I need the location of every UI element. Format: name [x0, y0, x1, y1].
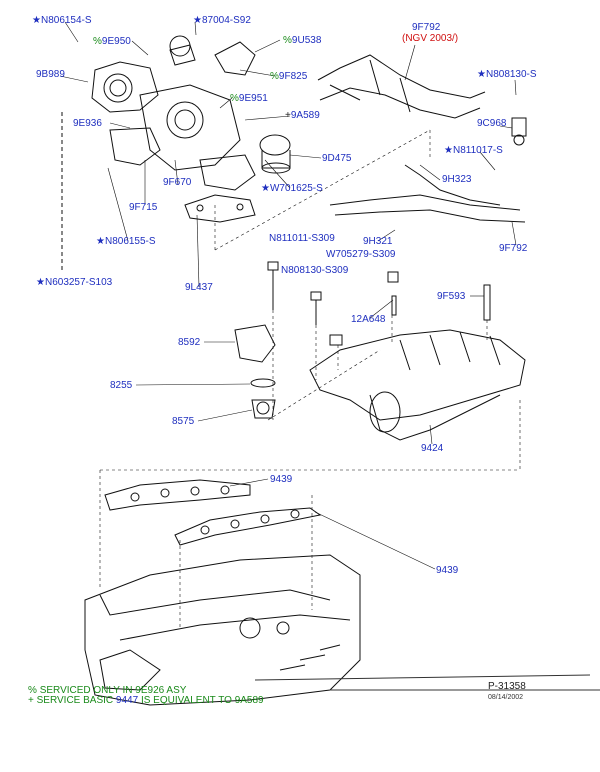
- label-9f792-bottom: 9F792: [499, 243, 528, 254]
- label-9h323: 9H323: [442, 174, 472, 185]
- label-12a648: 12A648: [351, 314, 386, 325]
- label-9439-lower: 9439: [436, 565, 459, 576]
- label-87004: ★87004-S92: [193, 15, 251, 26]
- label-8255: 8255: [110, 380, 133, 391]
- throttle-body: [91, 61, 159, 113]
- label-ngv-2003: (NGV 2003/): [402, 33, 459, 44]
- label-9e951: %9E951: [230, 93, 268, 104]
- label-9439-upper: 9439: [270, 474, 293, 485]
- label-n808130-top: ★N808130-S: [477, 69, 537, 80]
- label-n808130-lower: N808130-S309: [281, 265, 349, 276]
- label-w705279: W705279-S309: [326, 249, 396, 260]
- label-9424: 9424: [421, 443, 444, 454]
- label-9f825: %9F825: [270, 71, 308, 82]
- footnote-serviced-only: % SERVICED ONLY IN 9E926 ASY: [28, 685, 187, 696]
- label-9c968: 9C968: [477, 118, 507, 129]
- engine-block: [84, 554, 361, 706]
- label-9d475: 9D475: [322, 153, 352, 164]
- water-outlet: [234, 324, 276, 363]
- label-n811017: ★N811017-S: [444, 145, 503, 156]
- fuel-rail-lower: [329, 194, 521, 211]
- label-9e950: %9E950: [93, 36, 131, 47]
- label-8592: 8592: [178, 337, 201, 348]
- fuel-rail-upper: [317, 54, 486, 99]
- gasket-9439-right: [174, 507, 322, 546]
- label-n811011: N811011-S309: [269, 233, 335, 244]
- figure-reference: P-31358: [488, 681, 526, 692]
- gasket-9439-left: [104, 479, 251, 511]
- egr-valve: [259, 134, 291, 156]
- label-9f670: 9F670: [163, 177, 192, 188]
- label-9l437: 9L437: [185, 282, 213, 293]
- label-n806154: ★N806154-S: [32, 15, 92, 26]
- pressure-regulator: [511, 117, 527, 137]
- label-n806155: ★N806155-S: [96, 236, 156, 247]
- label-8575: 8575: [172, 416, 195, 427]
- label-n603257: ★N603257-S103: [36, 277, 113, 288]
- label-9f715: 9F715: [129, 202, 158, 213]
- gasket-9l437: [184, 194, 256, 223]
- footnote-service-basic: + SERVICE BASIC 9447 IS EQUIVALENT TO 9A…: [28, 695, 264, 706]
- intake-manifold: [309, 329, 526, 421]
- label-9b989: 9B989: [36, 69, 65, 80]
- label-9a589: +9A589: [285, 110, 320, 121]
- thermostat: [251, 399, 276, 419]
- gasket-8255: [250, 378, 276, 388]
- label-w701625: ★W701625-S: [261, 183, 323, 194]
- egr-spacer: [139, 84, 241, 171]
- label-9e936: 9E936: [73, 118, 102, 129]
- label-9h321: 9H321: [363, 236, 393, 247]
- figure-date: 08/14/2002: [488, 694, 524, 701]
- label-9f792-top: 9F792: [412, 22, 441, 33]
- label-9f593: 9F593: [437, 291, 466, 302]
- label-9u538: %9U538: [283, 35, 322, 46]
